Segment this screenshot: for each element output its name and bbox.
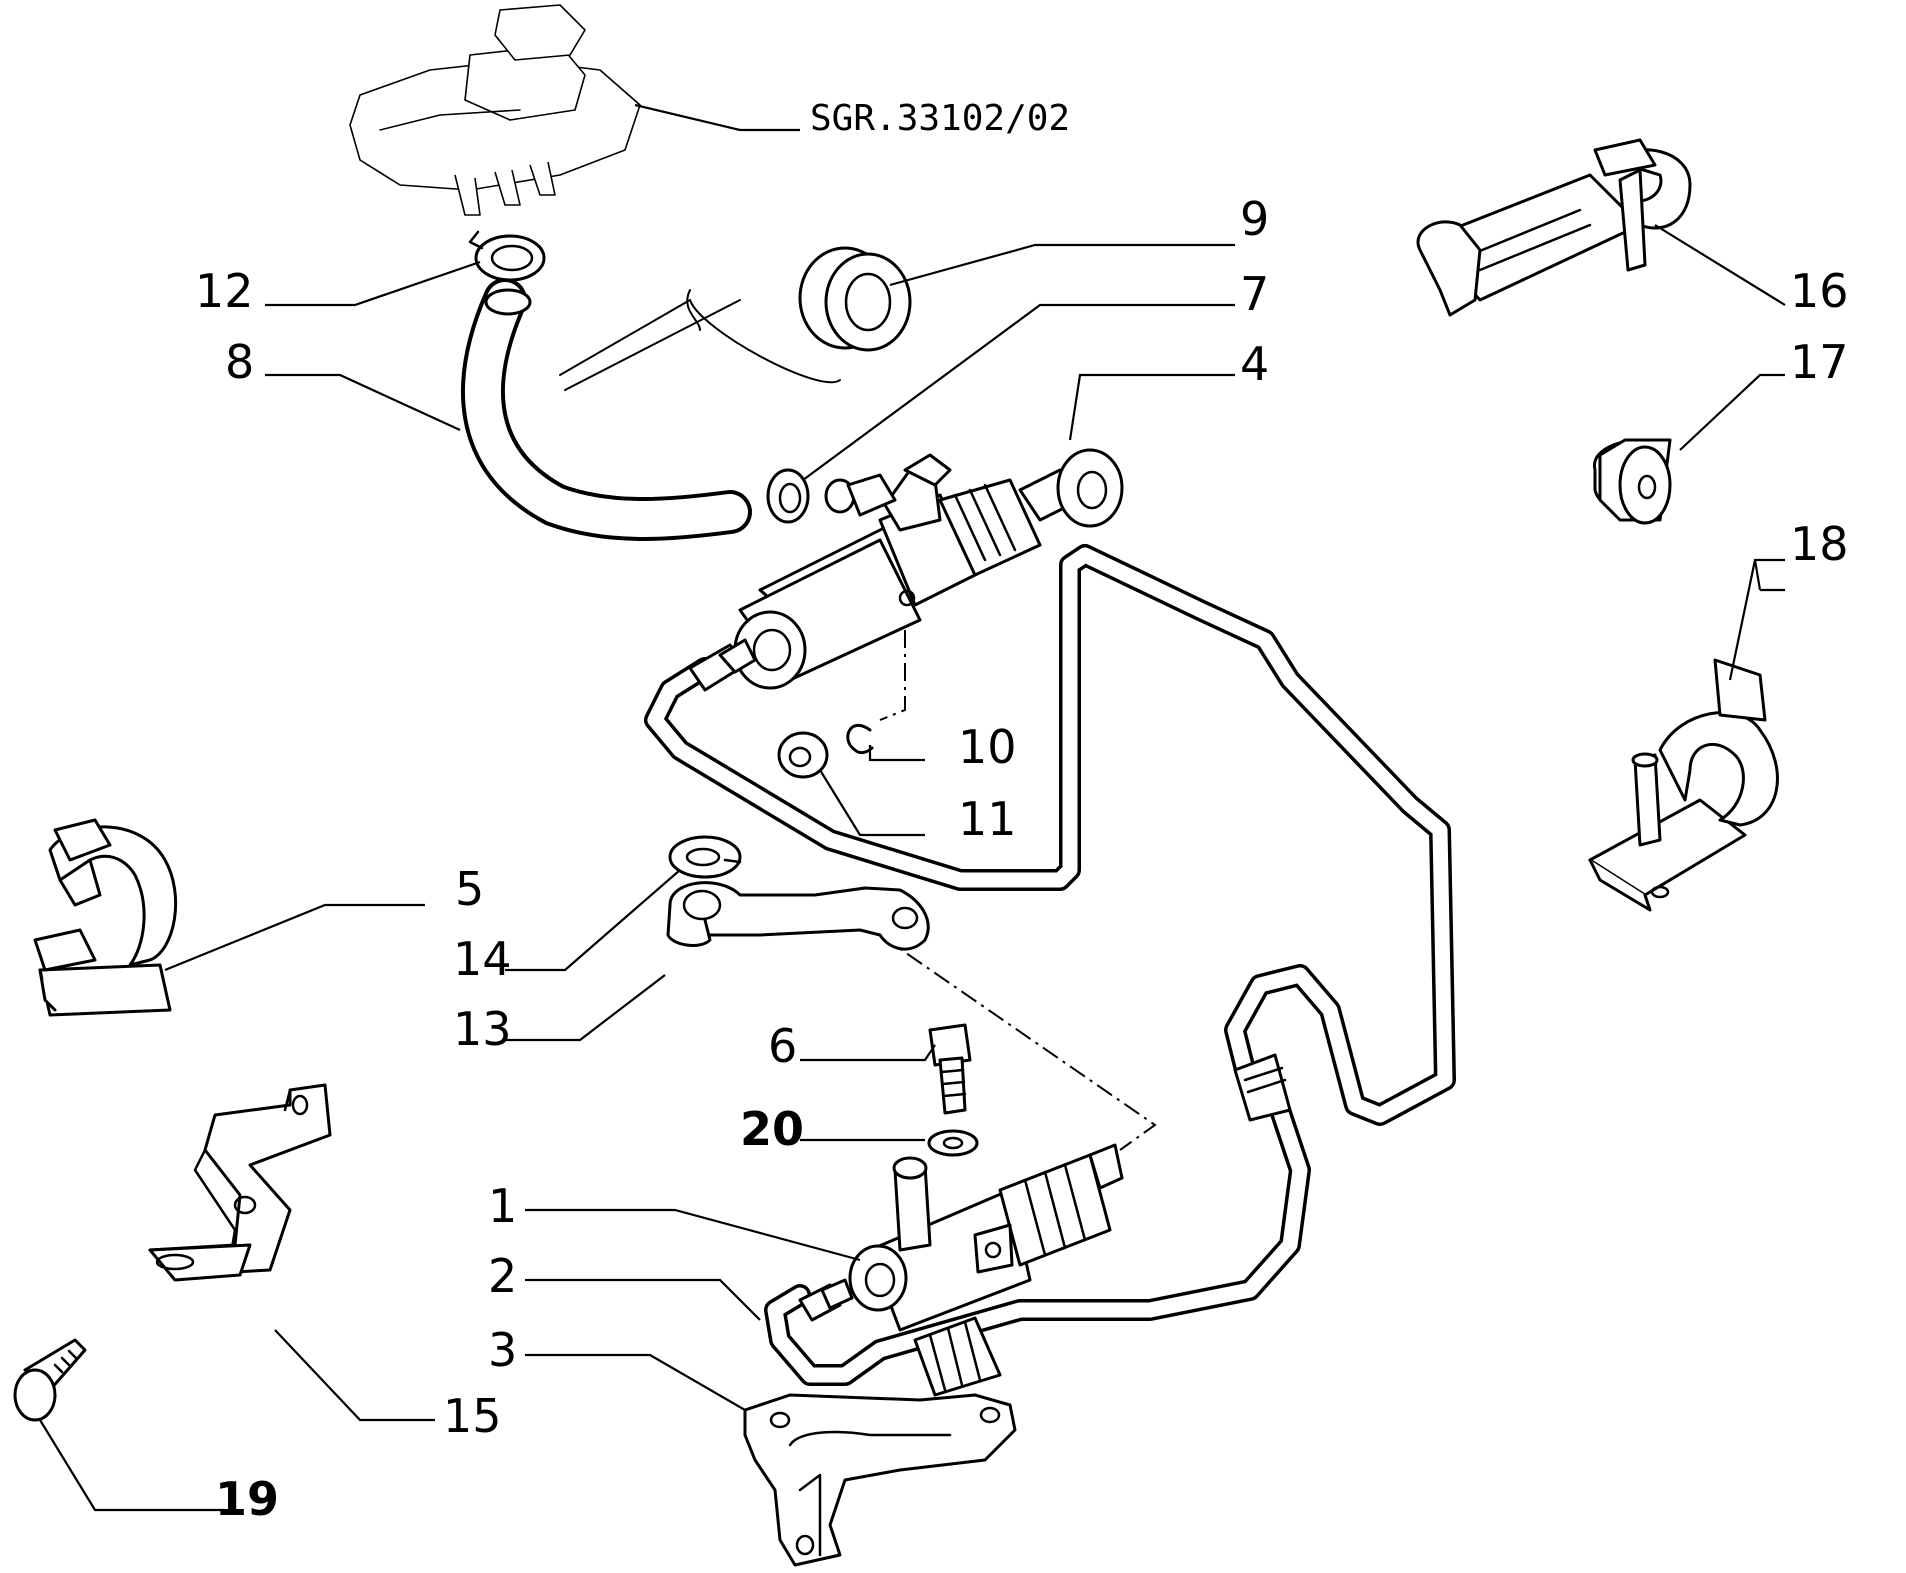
part-number-15: 15 [443,1389,502,1443]
master-cylinder [733,448,1124,690]
lever [666,881,930,951]
mounting-bracket [148,1083,332,1282]
part-number-6: 6 [768,1019,797,1073]
part-number-9: 9 [1240,192,1269,246]
washer [927,1129,979,1157]
leader-lines [39,103,1786,1512]
spring-clamp [766,468,810,524]
pipe-holder-clip [1416,138,1692,317]
part-number-12: 12 [195,264,254,318]
nut [777,731,829,779]
retaining-clip [846,723,874,755]
part-number-17: 17 [1790,335,1849,389]
part-number-14: 14 [453,932,512,986]
bolt [13,1338,87,1422]
part-number-8: 8 [225,335,254,389]
rubber-bushing [1593,438,1672,525]
pipe-clip [33,818,178,1017]
part-number-13: 13 [453,1002,512,1056]
part-number-7: 7 [1240,267,1269,321]
part-number-5: 5 [455,862,484,916]
pipe-support-bracket [743,1393,1017,1567]
part-number-1: 1 [488,1179,517,1233]
reference-code: SGR.33102/02 [810,98,1070,139]
circlip [668,835,742,879]
part-number-2: 2 [488,1249,517,1303]
hydraulic-pipe [644,544,1456,1397]
pipe-retainer-clip [1588,658,1779,912]
hose [461,278,752,541]
part-number-16: 16 [1790,264,1849,318]
fluid-reservoir-ghost [349,4,641,216]
part-number-4: 4 [1240,337,1269,391]
bleed-screw [928,1023,972,1115]
part-number-10: 10 [958,720,1017,774]
slave-cylinder [848,1143,1124,1332]
grommet [798,246,912,352]
part-number-11: 11 [958,792,1017,846]
hose-clamp [468,230,546,282]
part-number-19: 19 [215,1472,279,1526]
part-number-3: 3 [488,1323,517,1377]
part-number-18: 18 [1790,517,1849,571]
part-number-20: 20 [740,1102,804,1156]
